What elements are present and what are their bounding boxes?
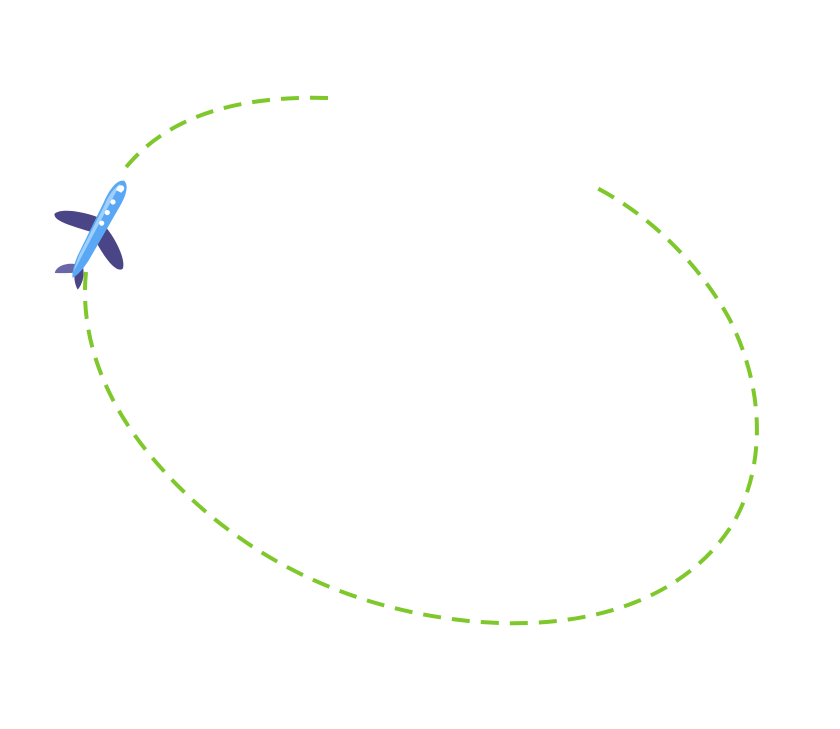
window-dot — [110, 199, 116, 205]
airplane-icon — [54, 180, 127, 290]
dashed-flight-path — [82, 95, 759, 626]
fuselage — [72, 180, 127, 278]
window-dot — [104, 209, 110, 216]
tail-fin — [54, 263, 79, 274]
left-wing — [54, 210, 102, 233]
window-dot — [99, 220, 105, 226]
cockpit-window — [115, 185, 125, 193]
